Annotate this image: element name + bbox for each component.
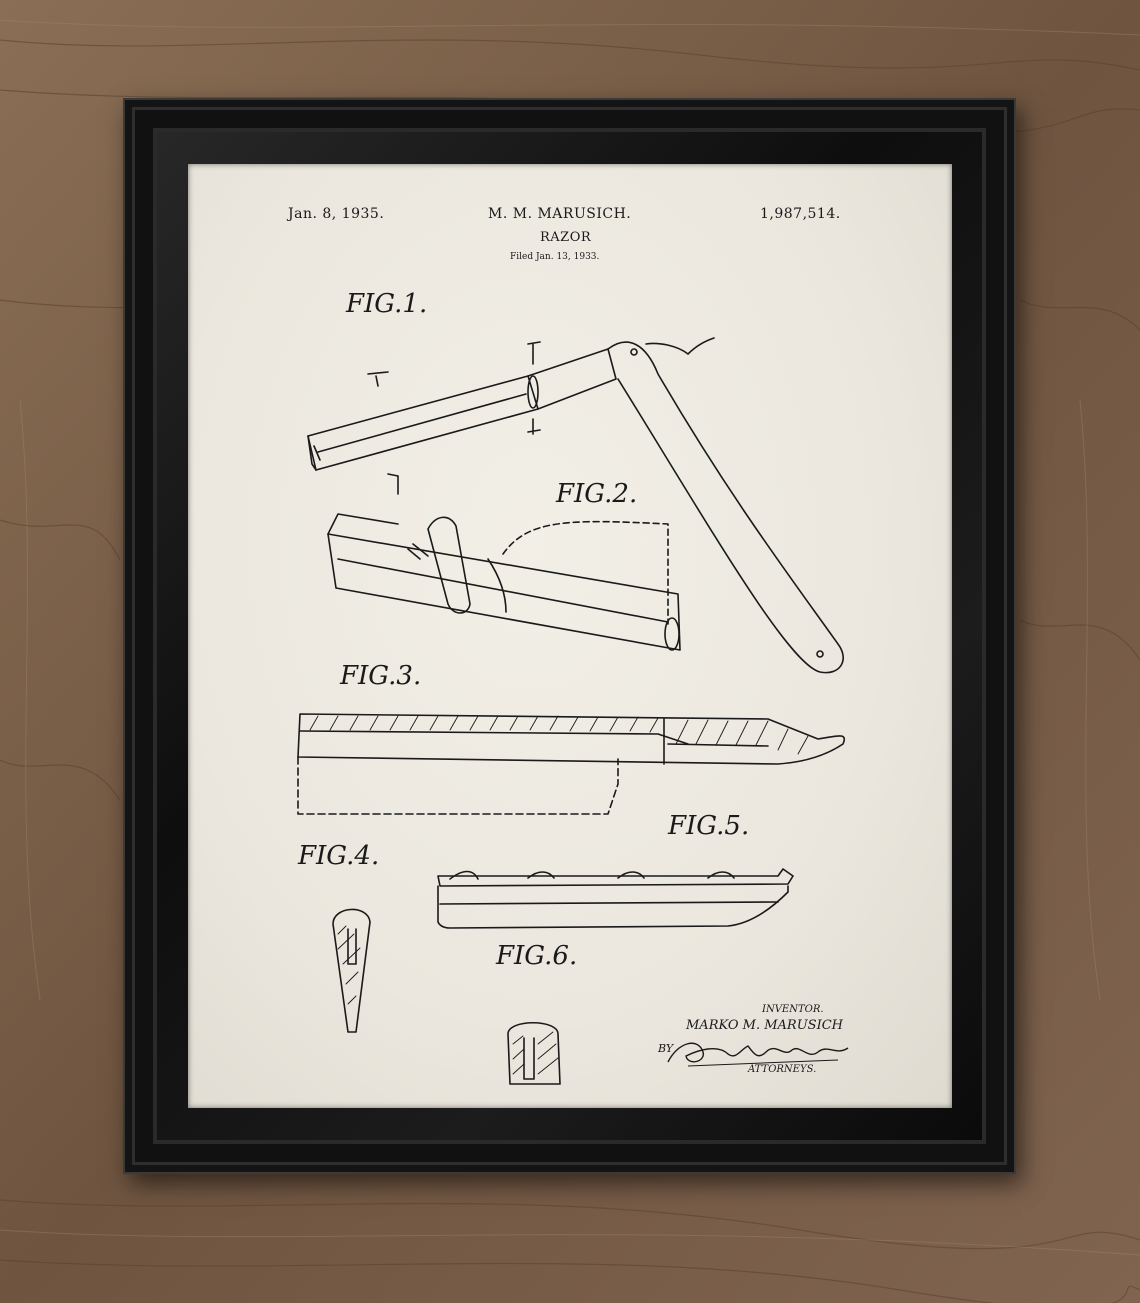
fig1-label: FIG.1. <box>345 289 427 319</box>
fig4-label: FIG.4. <box>297 841 379 871</box>
by-label: BY <box>658 1042 674 1055</box>
patent-number: 1,987,514. <box>760 206 841 222</box>
fig6-label: FIG.6. <box>495 941 577 971</box>
fig3-label: FIG.3. <box>339 661 421 691</box>
attorney-signature <box>667 1042 849 1067</box>
fig5-drawing <box>437 868 794 929</box>
fig4-drawing <box>332 908 371 1033</box>
patent-drawing: FIG.1. FIG.2. FIG.3. FIG.4. FIG.5. FIG.6… <box>297 289 845 1085</box>
fig2-drawing <box>327 513 681 651</box>
inventor-caption: INVENTOR. <box>762 1004 824 1015</box>
patent-filed-date: Filed Jan. 13, 1933. <box>510 252 600 262</box>
patent-inventor-header: M. M. MARUSICH. <box>488 206 632 222</box>
fig1-drawing <box>307 337 844 674</box>
fig3-drawing <box>297 713 845 815</box>
fig5-label: FIG.5. <box>667 811 749 841</box>
patent-date: Jan. 8, 1935. <box>288 206 385 222</box>
attorneys-caption: ATTORNEYS. <box>748 1064 817 1075</box>
fig6-drawing <box>507 1022 561 1085</box>
inventor-name: MARKO M. MARUSICH <box>686 1018 843 1033</box>
fig2-label: FIG.2. <box>555 479 637 509</box>
patent-print: Jan. 8, 1935. M. M. MARUSICH. 1,987,514.… <box>188 164 952 1108</box>
patent-title: RAZOR <box>540 230 592 245</box>
